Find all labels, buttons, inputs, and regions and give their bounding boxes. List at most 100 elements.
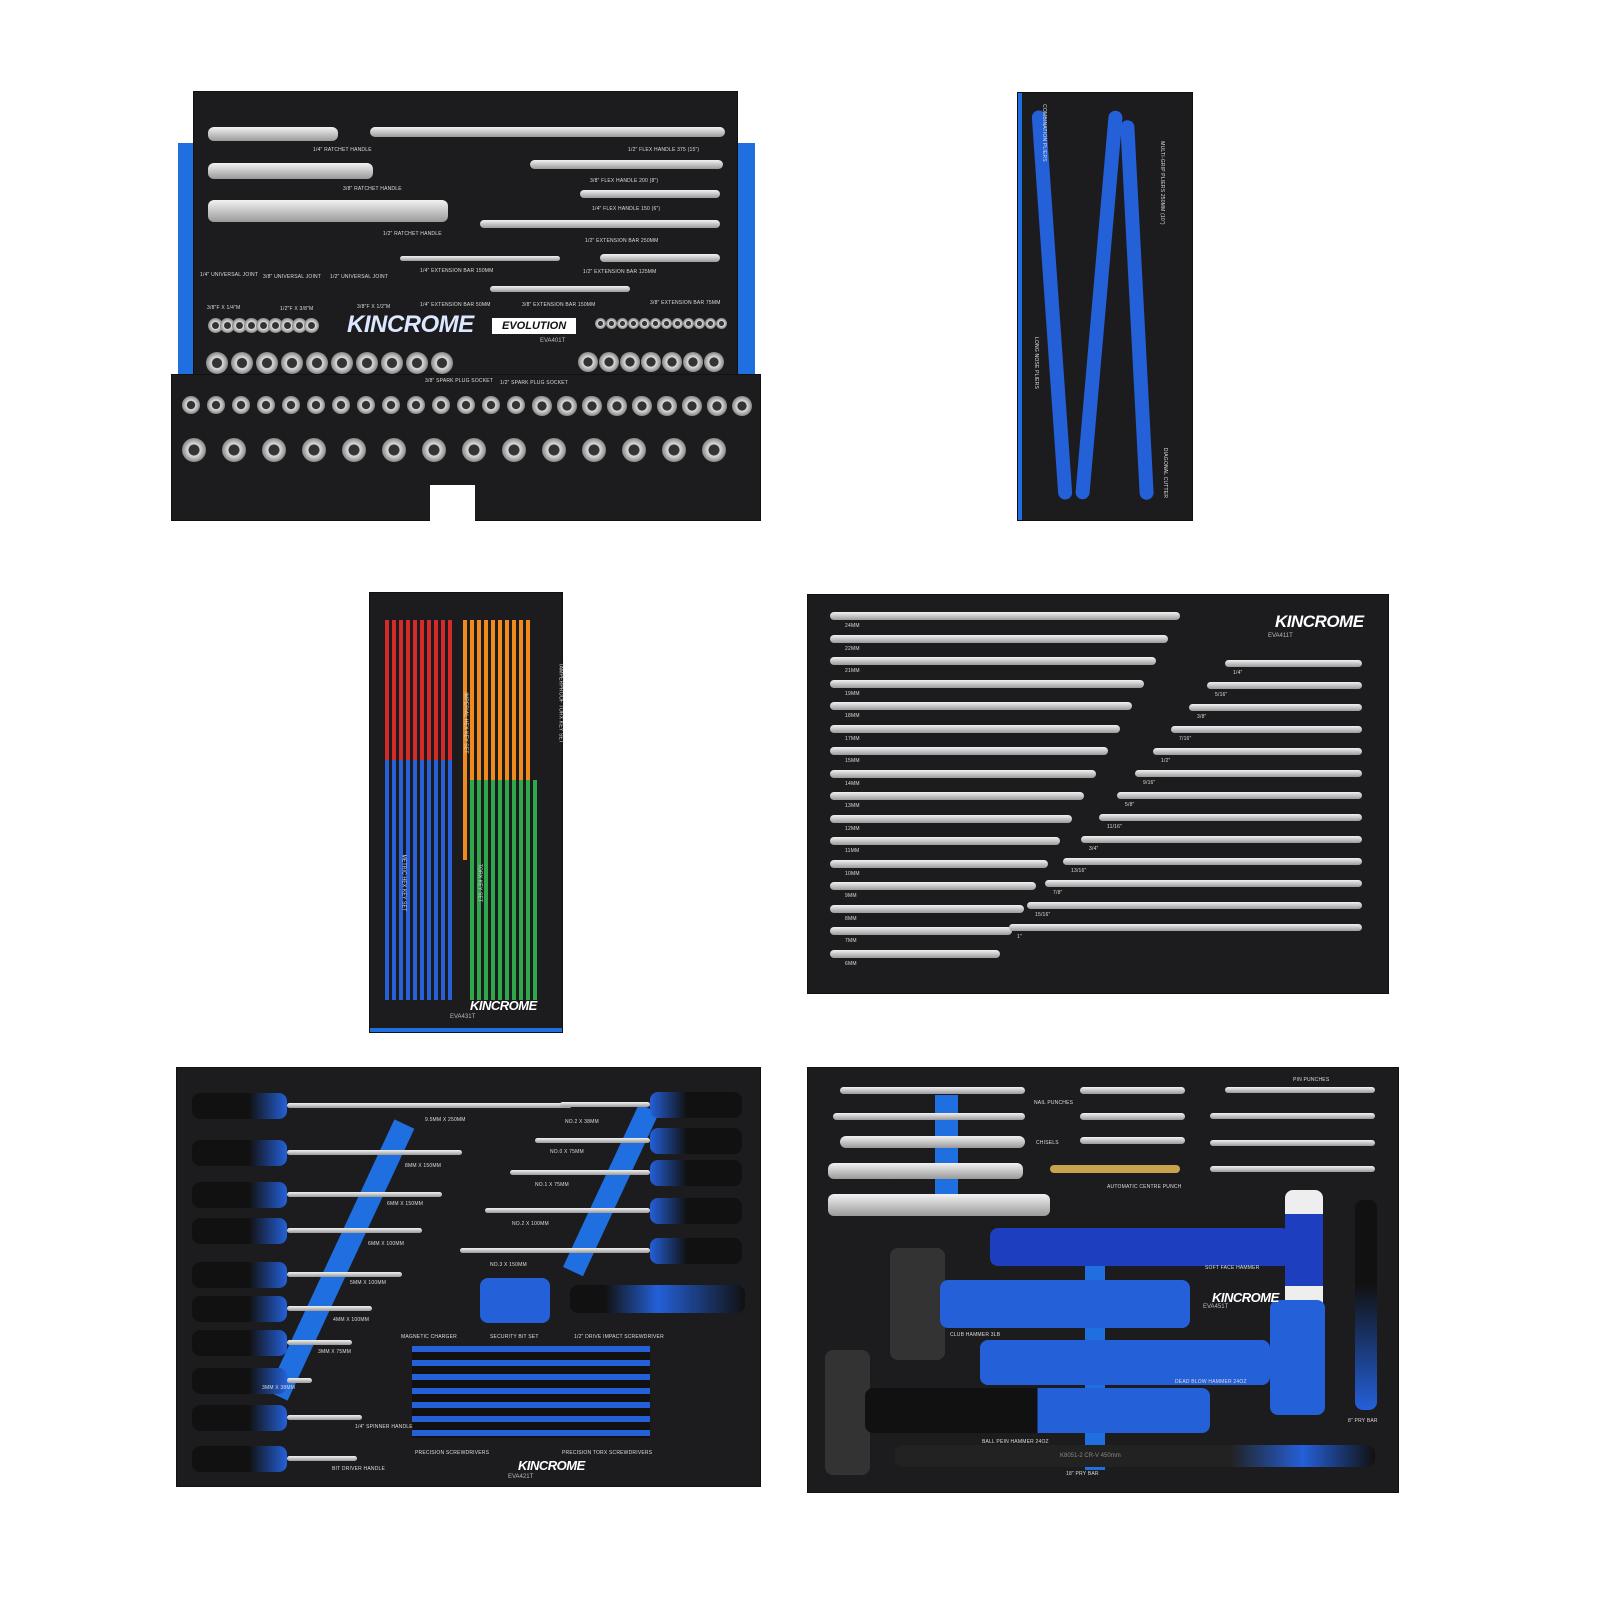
spanner-size-label: 5/16"	[1215, 692, 1228, 698]
socket	[381, 352, 403, 374]
spanner-size-label: 22MM	[845, 645, 860, 652]
club-hammer	[940, 1280, 1190, 1328]
combination-spanner	[1099, 814, 1362, 821]
socket	[683, 352, 703, 372]
label: 6MM X 100MM	[368, 1241, 405, 1247]
label: 3/8" EXTENSION BAR 150MM	[522, 302, 596, 308]
label: NAIL PUNCHES	[1034, 1100, 1074, 1106]
socket	[422, 438, 446, 462]
socket	[357, 396, 375, 414]
screwdriver-handle	[192, 1296, 287, 1322]
spanner-size-label: 9/16"	[1143, 780, 1156, 786]
screwdriver-shaft	[510, 1170, 650, 1175]
pry-bar-8	[1355, 1200, 1377, 1410]
socket	[542, 438, 566, 462]
label: 3/8"F X 1/4"M	[207, 305, 241, 311]
label: NO.1 X 75MM	[535, 1182, 569, 1188]
socket	[331, 352, 353, 374]
combination-spanner	[1063, 858, 1362, 865]
label: 1/2" EXTENSION BAR 250MM	[585, 238, 659, 244]
socket	[382, 396, 400, 414]
flex-handle	[370, 127, 725, 137]
socket	[431, 352, 453, 374]
socket	[704, 352, 724, 372]
label: CLUB HAMMER 3LB	[950, 1332, 1001, 1338]
screwdriver-handle	[650, 1198, 742, 1224]
combination-spanner	[1027, 902, 1362, 909]
socket	[256, 318, 271, 333]
combination-spanner	[830, 702, 1132, 710]
label: 3/8" EXTENSION BAR 75MM	[650, 300, 721, 306]
screwdriver-handle	[650, 1092, 742, 1118]
socket	[661, 318, 672, 329]
screwdriver-shaft	[287, 1150, 462, 1155]
label: NO.2 X 100MM	[512, 1221, 549, 1227]
combination-spanner	[830, 657, 1156, 665]
spanner-size-label: 13MM	[845, 803, 860, 809]
socket	[662, 438, 686, 462]
socket	[231, 352, 253, 374]
label: 3MM X 75MM	[318, 1349, 352, 1355]
combination-spanner	[830, 904, 1024, 913]
spanner-size-label: 18MM	[845, 713, 860, 719]
centre-punch	[1050, 1165, 1180, 1173]
ratchet-quarter	[208, 127, 338, 141]
socket	[356, 352, 378, 374]
kincrome-logo: KINCROME	[470, 998, 537, 1013]
label: SOFT FACE HAMMER	[1205, 1265, 1260, 1271]
combination-spanner	[1171, 726, 1362, 733]
socket	[232, 396, 250, 414]
label: BALL PEIN HAMMER 24OZ	[982, 1439, 1049, 1445]
socket	[662, 352, 682, 372]
screwdriver-handle	[192, 1218, 287, 1244]
club-hammer-head	[890, 1248, 945, 1360]
label: BIT DRIVER HANDLE	[332, 1466, 386, 1472]
label: PRECISION SCREWDRIVERS	[415, 1450, 490, 1456]
socket	[462, 438, 486, 462]
socket	[650, 318, 661, 329]
kincrome-logo: KINCROME	[518, 1458, 585, 1473]
pin-punch	[1210, 1113, 1375, 1119]
pin-punch	[1210, 1140, 1375, 1146]
spanner-size-label: 1/2"	[1161, 758, 1171, 764]
spanner-size-label: 21MM	[845, 668, 860, 674]
screwdriver-shaft	[287, 1415, 362, 1420]
security-bit-case	[480, 1278, 550, 1323]
socket	[507, 396, 525, 414]
socket	[182, 396, 200, 414]
chisel	[828, 1163, 1023, 1179]
ball-pein-hammer	[865, 1388, 1210, 1433]
combination-spanner	[830, 679, 1144, 688]
combination-spanner	[830, 882, 1036, 890]
evolution-badge: EVOLUTION	[492, 318, 577, 334]
model-number: EVA401T	[540, 338, 566, 344]
screwdriver-handle	[192, 1182, 287, 1208]
socket	[244, 318, 259, 333]
screwdriver-shaft	[287, 1456, 357, 1461]
label: 8MM X 150MM	[405, 1163, 442, 1169]
combination-spanner	[830, 769, 1096, 778]
socket	[732, 396, 752, 416]
model-number: EVA421T	[508, 1474, 534, 1480]
socket	[256, 352, 278, 374]
model-number: EVA431T	[450, 1014, 476, 1020]
ball-pein-head	[825, 1350, 870, 1475]
combination-spanner	[1207, 682, 1362, 689]
label: 1/4" EXTENSION BAR 50MM	[420, 302, 491, 308]
socket	[432, 396, 450, 414]
screwdriver-handle	[192, 1262, 287, 1288]
label: MULTI-GRIP PLIERS 250MM (10")	[1158, 141, 1165, 225]
socket	[342, 438, 366, 462]
screwdriver-handle	[650, 1238, 742, 1264]
socket	[705, 318, 716, 329]
socket	[622, 438, 646, 462]
spanner-size-label: 12MM	[845, 825, 860, 832]
kincrome-logo: KINCROME	[1212, 1290, 1279, 1305]
socket	[595, 318, 606, 329]
pin-punch	[840, 1087, 1025, 1094]
pin-punch	[1225, 1087, 1375, 1093]
spanner-size-label: 7/8"	[1053, 890, 1063, 896]
pry-bar-marking: K8051-2 CR-V 450mm	[1060, 1453, 1121, 1459]
screwdriver-shaft	[287, 1378, 312, 1383]
label: AUTOMATIC CENTRE PUNCH	[1107, 1184, 1182, 1190]
